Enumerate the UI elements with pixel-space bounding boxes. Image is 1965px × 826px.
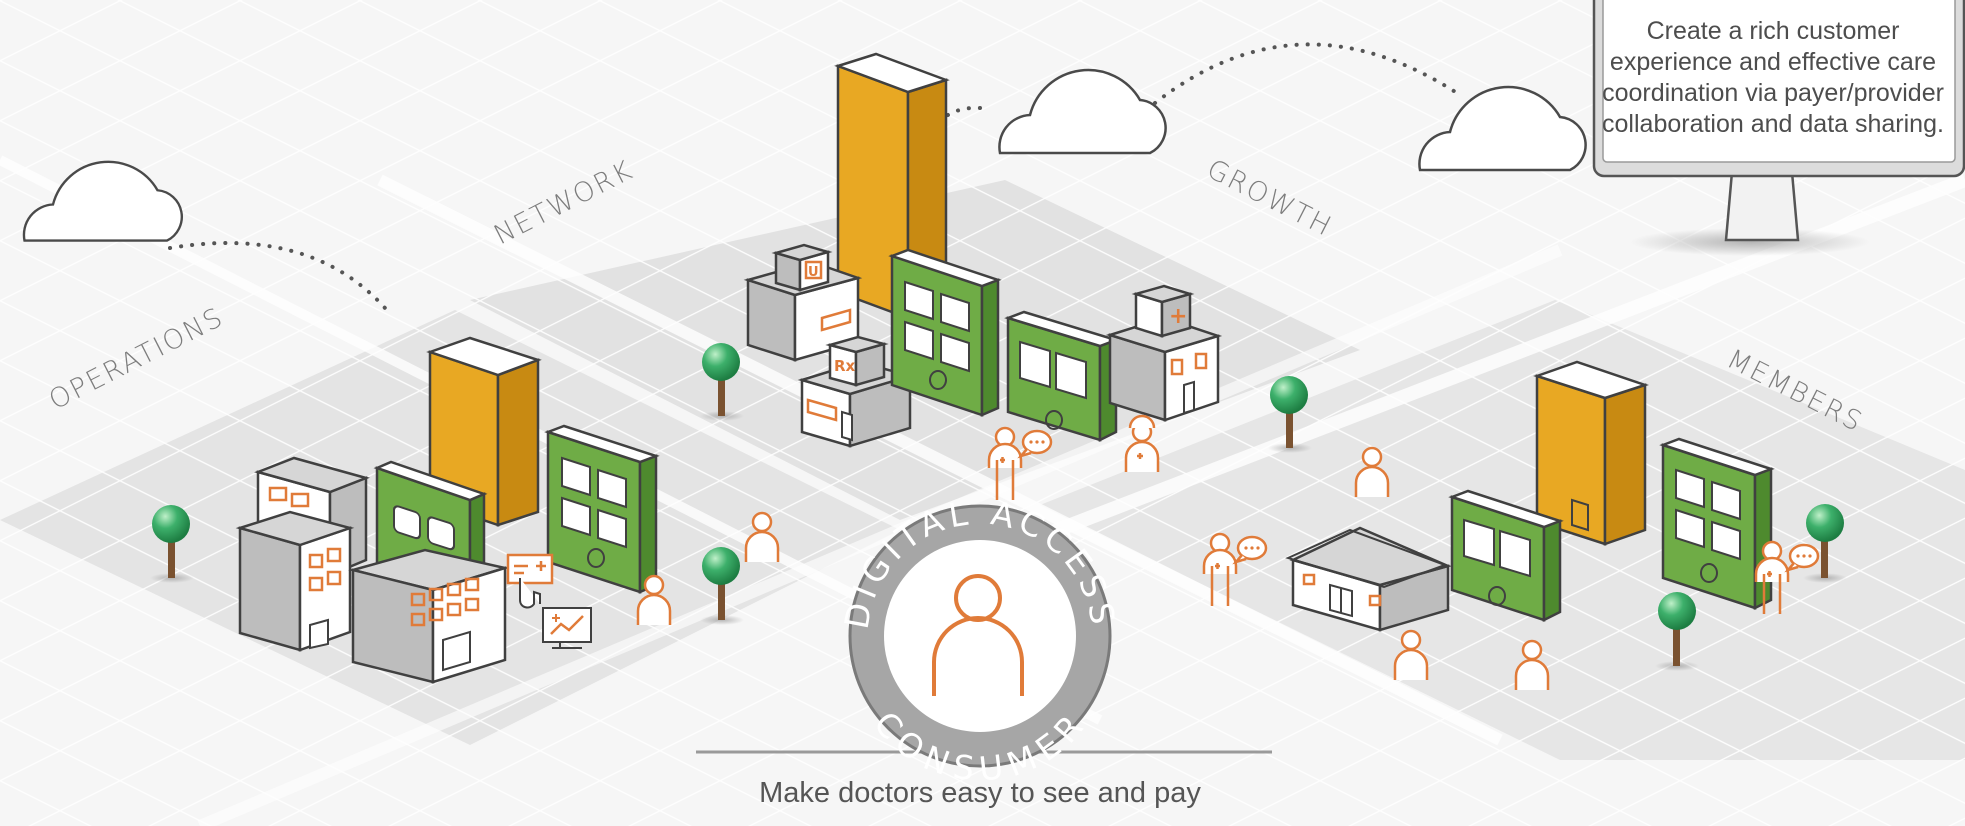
- building-icon: [348, 548, 510, 684]
- tree-icon: [1268, 376, 1312, 453]
- phone-icon: [544, 424, 660, 594]
- cloud-icon: [1418, 85, 1587, 172]
- tree-icon: [700, 343, 744, 421]
- tower-icon: [1533, 360, 1649, 546]
- form-icon: [506, 553, 554, 609]
- phone-icon: [1659, 437, 1775, 611]
- doctor-icon: [1754, 540, 1790, 614]
- chat-bubble-icon: [1232, 535, 1268, 565]
- doctor-icon: [987, 426, 1023, 500]
- tree-icon: [1803, 504, 1847, 583]
- person-icon: [1393, 629, 1429, 680]
- person-icon: [636, 574, 672, 625]
- monitor-icon: [1592, 0, 1965, 256]
- badge-caption: Make doctors easy to see and pay: [759, 777, 1201, 809]
- tree-icon: [150, 505, 194, 583]
- person-icon: [744, 511, 780, 562]
- analytics-monitor-icon: [542, 607, 592, 649]
- hospital-icon: +: [1105, 284, 1223, 422]
- tree-icon: [1655, 592, 1699, 671]
- building-icon: [235, 510, 355, 652]
- phone-icon: [888, 248, 1002, 417]
- cloud-icon: [998, 68, 1167, 155]
- house-icon: [1285, 526, 1452, 632]
- monitor-message: Create a rich customer experience and ef…: [1602, 17, 1944, 138]
- cloud-icon: [22, 160, 183, 242]
- svg-text:+: +: [1169, 304, 1187, 329]
- phone-icon: [1448, 489, 1564, 623]
- phone-icon: [1004, 310, 1120, 443]
- urgent-care-icon: U: [743, 243, 863, 362]
- pharmacy-icon: Rx: [797, 335, 915, 448]
- person-icon: [1514, 639, 1550, 690]
- doctor-icon: [1124, 414, 1160, 472]
- doctor-icon: [1202, 532, 1238, 606]
- chat-bubble-icon: [1784, 543, 1820, 573]
- tower-icon: [426, 336, 542, 527]
- chat-bubble-icon: [1017, 429, 1053, 459]
- person-icon: [932, 574, 1024, 696]
- tree-icon: [700, 547, 744, 625]
- svg-text:U: U: [808, 265, 819, 280]
- svg-text:Rx: Rx: [834, 357, 856, 375]
- person-icon: [1354, 446, 1390, 497]
